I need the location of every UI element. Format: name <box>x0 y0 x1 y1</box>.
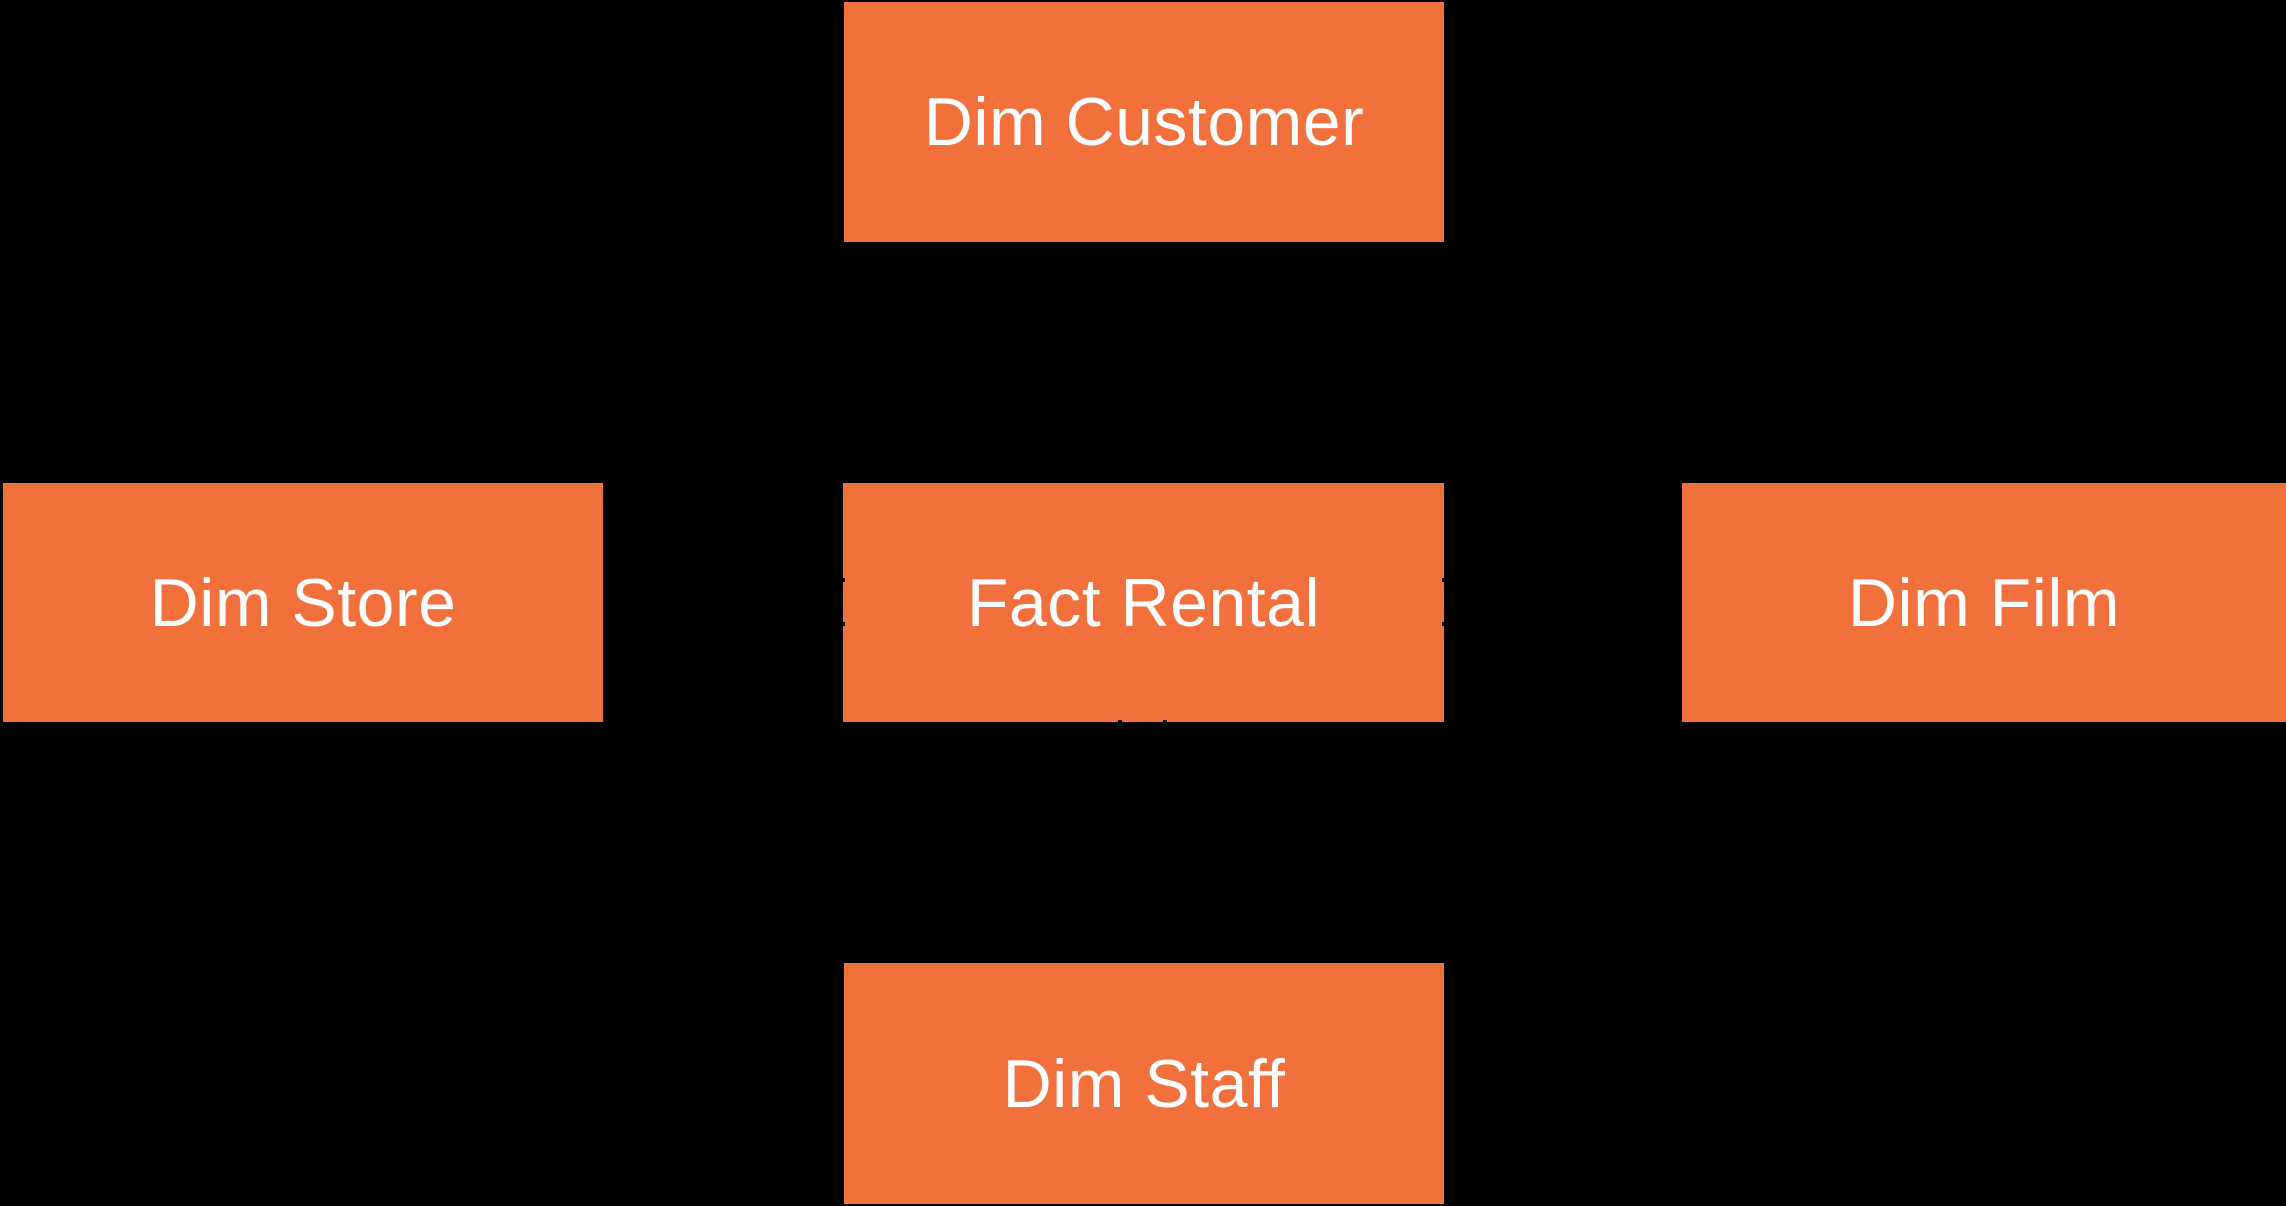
entity-dim-store-label: Dim Store <box>149 564 457 641</box>
entity-dim-customer[interactable]: Dim Customer <box>844 2 1444 242</box>
edge-dim-store-to-fact-rental <box>603 600 847 603</box>
connector-tick <box>1163 720 1167 724</box>
edge-fact-rental-to-dim-staff <box>1142 722 1145 963</box>
entity-dim-film[interactable]: Dim Film <box>1682 483 2286 722</box>
connector-tick <box>1442 578 1446 582</box>
entity-dim-film-label: Dim Film <box>1847 564 2121 641</box>
entity-dim-staff[interactable]: Dim Staff <box>844 963 1444 1204</box>
entity-dim-staff-label: Dim Staff <box>1002 1045 1286 1122</box>
connector-tick <box>1118 720 1122 724</box>
connector-tick <box>841 622 845 626</box>
entity-fact-rental-label: Fact Rental <box>966 564 1321 641</box>
entity-fact-rental[interactable]: Fact Rental <box>843 483 1444 722</box>
edge-dim-customer-to-fact-rental <box>1142 242 1145 483</box>
connector-tick <box>841 578 845 582</box>
connector-tick <box>1442 622 1446 626</box>
edge-fact-rental-to-dim-film <box>1440 600 1686 603</box>
entity-dim-customer-label: Dim Customer <box>923 84 1365 160</box>
entity-dim-store[interactable]: Dim Store <box>3 483 603 722</box>
